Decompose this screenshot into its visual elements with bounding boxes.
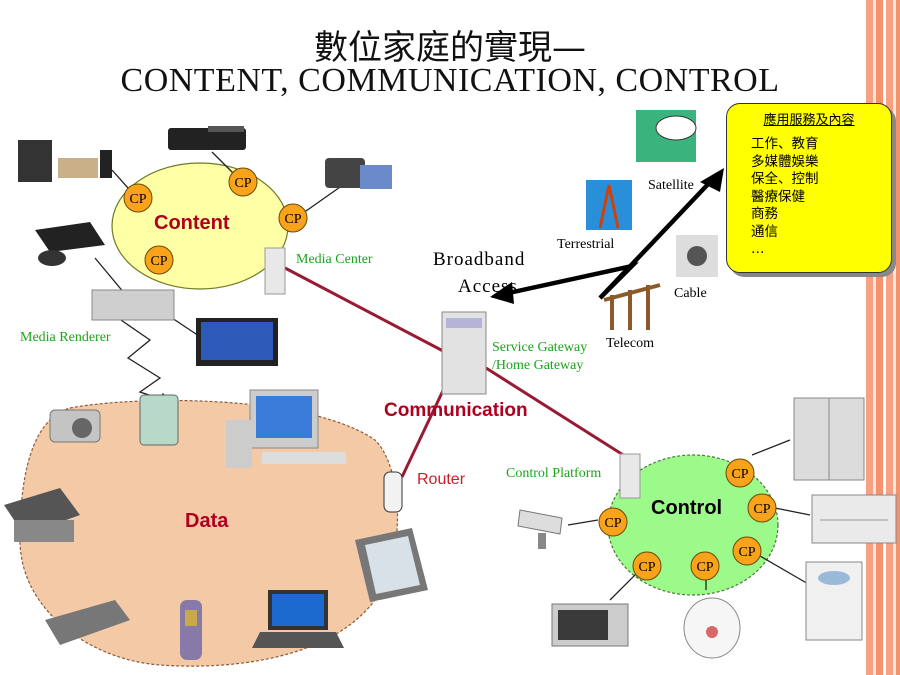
cable-label: Cable (674, 286, 707, 301)
link-control-platform (485, 366, 629, 460)
cp-node-label: CP (753, 502, 770, 517)
control-platform-pc-icon (619, 453, 641, 499)
mobile-phone-icon (180, 600, 202, 660)
desktop-pc-icon (226, 389, 346, 468)
services-item: 通信 (751, 223, 778, 240)
security-camera-icon (517, 509, 563, 549)
service-gateway-label: Service Gateway (492, 340, 588, 355)
control-platform-label: Control Platform (506, 466, 602, 481)
services-item: 保全、控制 (751, 171, 819, 187)
broadband-label: Broadband (433, 249, 526, 270)
communication-label: Communication (384, 400, 528, 421)
scanner-icon (45, 600, 130, 645)
control-zone-label: Control (651, 497, 723, 519)
microwave-icon (551, 603, 629, 647)
services-item: … (751, 241, 765, 257)
terrestrial-tower-icon (586, 180, 632, 230)
media-renderer-device-icon (91, 289, 175, 321)
cp-node-label: CP (731, 467, 748, 482)
media-center-pc-icon (264, 247, 286, 295)
media-center-label: Media Center (296, 252, 373, 267)
camcorder-icon (325, 158, 392, 189)
dvd-player-icon (168, 126, 246, 150)
home-gateway-label: /Home Gateway (492, 358, 584, 373)
laptop-icon (252, 590, 344, 648)
cable-icon (676, 235, 718, 277)
cp-node-label: CP (738, 545, 755, 560)
telecom-pole-icon (603, 283, 661, 330)
telecom-label: Telecom (606, 336, 654, 351)
satellite-dish-icon (636, 110, 697, 162)
services-item: 醫療保健 (751, 188, 805, 205)
cp-node-label: CP (284, 212, 301, 227)
speaker-system-icon (18, 140, 112, 182)
air-conditioner-icon (811, 494, 897, 544)
service-gateway-server-icon (441, 311, 487, 395)
satellite-label: Satellite (648, 178, 694, 193)
game-console-icon (35, 222, 105, 266)
content-zone-label: Content (154, 212, 230, 234)
broadband-access-arrow (503, 178, 714, 300)
services-item: 多媒體娛樂 (751, 153, 819, 170)
services-box: 應用服務及內容 工作、教育 多媒體娛樂 保全、控制 醫療保健 商務 通信 … (726, 103, 892, 273)
router-device-icon (383, 471, 403, 513)
router-label: Router (417, 471, 466, 488)
link-router (400, 379, 450, 478)
rice-cooker-icon (683, 597, 741, 659)
services-heading: 應用服務及內容 (763, 113, 855, 128)
cp-node-label: CP (150, 254, 167, 269)
slide-title-chinese: 數位家庭的實現— (314, 28, 586, 68)
data-zone-label: Data (185, 510, 229, 532)
tablet-pc-icon (355, 528, 428, 602)
access-label: Access (458, 276, 518, 297)
services-item: 商務 (751, 206, 778, 222)
flat-tv-icon (196, 318, 278, 366)
services-item: 工作、教育 (751, 136, 819, 152)
terrestrial-label: Terrestrial (557, 237, 615, 252)
cp-node-label: CP (638, 560, 655, 575)
media-renderer-label: Media Renderer (20, 330, 111, 345)
cp-node-label: CP (696, 560, 713, 575)
pda-icon (139, 394, 179, 446)
printer-icon (4, 488, 80, 542)
link-media-center (284, 266, 446, 354)
slide-title-english: CONTENT, COMMUNICATION, CONTROL (120, 62, 780, 99)
refrigerator-icon (793, 397, 865, 481)
cp-node-label: CP (234, 176, 251, 191)
cp-node-label: CP (604, 516, 621, 531)
digital-camera-icon (49, 409, 101, 443)
cp-node-label: CP (129, 192, 146, 207)
washing-machine-icon (805, 561, 863, 641)
services-list: 工作、教育 多媒體娛樂 保全、控制 醫療保健 商務 通信 … (751, 136, 891, 259)
